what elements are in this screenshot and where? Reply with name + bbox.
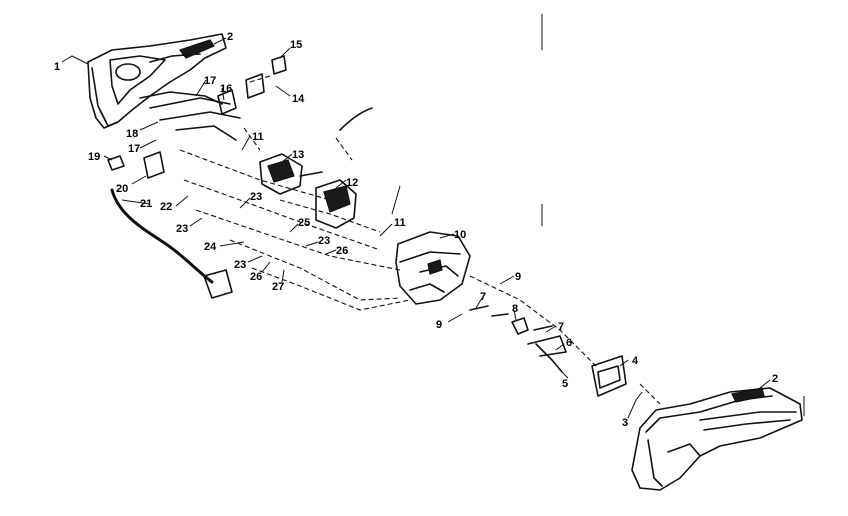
callout-label: 23 [176,223,188,235]
callout-labels: 1 2 15 14 17 16 18 17 11 19 13 20 12 21 … [54,31,778,429]
assembly-lines [179,75,661,405]
callout-label: 9 [515,271,521,283]
callout-label: 23 [318,235,330,247]
callout-label: 5 [562,378,568,390]
callout-label: 23 [234,259,246,271]
gear-case [395,231,471,305]
callout-label: 7 [558,321,564,333]
callout-label: 10 [454,229,466,241]
callout-label: 8 [512,303,518,315]
callout-label: 17 [128,143,140,155]
callout-label: 7 [480,291,486,303]
callout-label: 9 [436,319,442,331]
callout-label: 12 [346,177,358,189]
callout-label: 11 [394,217,406,229]
callout-label: 11 [252,131,264,143]
callout-label: 13 [292,149,304,161]
callout-label: 15 [290,39,302,51]
registration-marks [391,14,543,226]
callout-label: 16 [220,83,232,95]
callout-label: 26 [336,245,348,257]
callout-label: 2 [227,31,233,43]
callout-label: 4 [632,355,639,367]
callout-label: 1 [54,61,60,73]
right-housing [631,387,805,491]
motor-assembly [259,107,373,229]
callout-label: 3 [622,417,628,429]
callout-label: 21 [140,198,152,210]
left-housing [87,33,227,129]
callout-label: 18 [126,128,138,140]
callout-label: 14 [292,93,305,105]
callout-label: 19 [88,151,100,163]
callout-label: 6 [566,337,572,349]
switch-assembly [469,305,627,397]
callout-label: 22 [160,201,172,213]
brush-parts [149,55,287,141]
callout-leaders [61,37,771,419]
callout-label: 27 [272,281,284,293]
callout-label: 17 [204,75,216,87]
callout-label: 26 [250,271,262,283]
callout-label: 24 [204,241,217,253]
callout-label: 2 [772,373,778,385]
callout-label: 20 [116,183,128,195]
callout-label: 23 [250,191,262,203]
power-cord [107,151,233,299]
callout-label: 25 [298,217,310,229]
